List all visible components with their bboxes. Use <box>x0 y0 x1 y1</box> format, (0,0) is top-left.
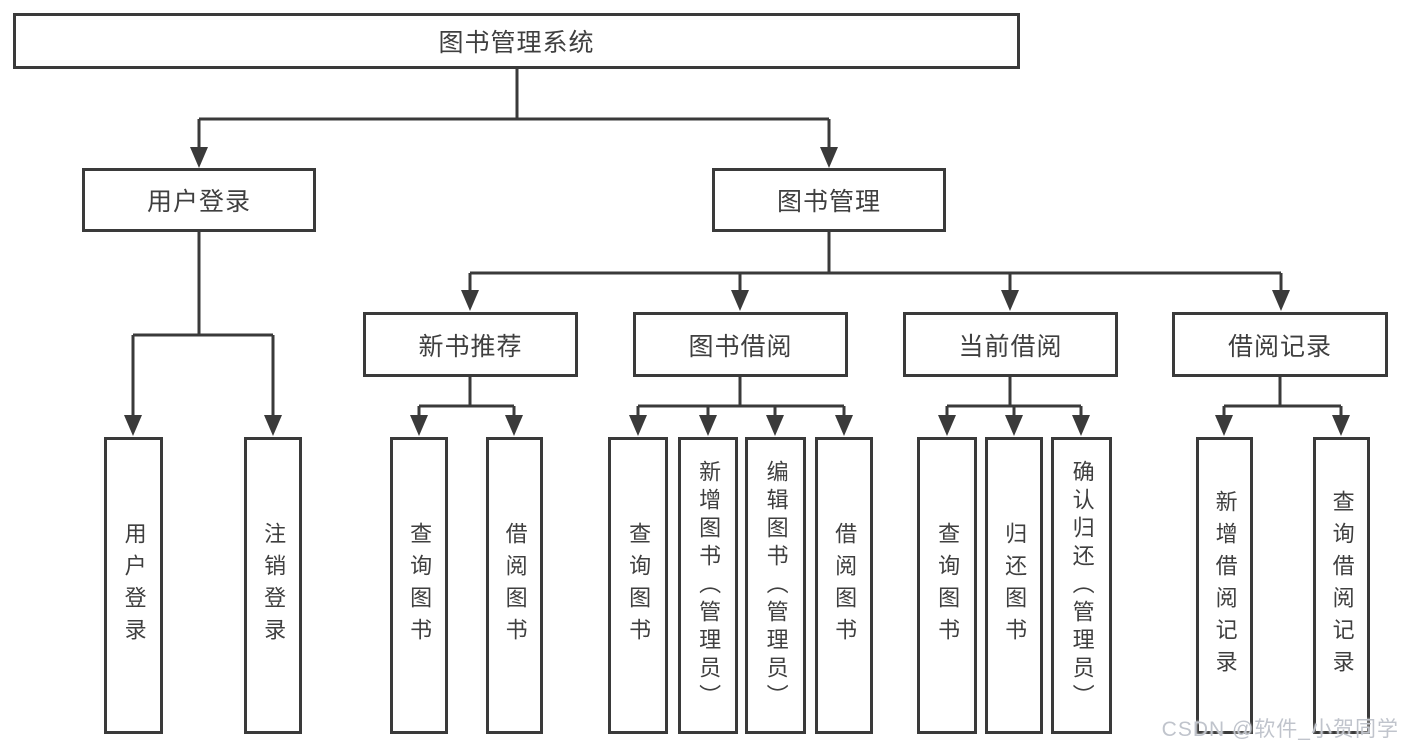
leaf-borrow-book-2-label: 借阅图书 <box>832 521 858 650</box>
arrow-icon <box>124 415 142 436</box>
arrow-icon <box>1001 290 1019 311</box>
arrow-icon <box>1215 415 1233 436</box>
leaf-add-book-admin: 新增图书（管理员） <box>678 437 738 734</box>
leaf-confirm-return-admin: 确认归还（管理员） <box>1051 437 1112 734</box>
leaf-add-borrow-record: 新增借阅记录 <box>1196 437 1253 734</box>
node-user-login-label: 用户登录 <box>146 188 251 216</box>
arrow-icon <box>699 415 717 436</box>
leaf-add-borrow-record-label: 新增借阅记录 <box>1212 489 1238 682</box>
arrow-icon <box>629 415 647 436</box>
arrow-icon <box>731 290 749 311</box>
leaf-query-book-1-label: 查询图书 <box>407 521 433 650</box>
arrow-icon <box>505 415 523 436</box>
leaf-query-borrow-record: 查询借阅记录 <box>1313 437 1370 734</box>
leaf-query-borrow-record-label: 查询借阅记录 <box>1329 489 1355 682</box>
node-user-login: 用户登录 <box>82 168 316 232</box>
node-new-book-recommend-label: 新书推荐 <box>418 332 523 361</box>
arrow-icon <box>1005 415 1023 436</box>
leaf-return-book-label: 归还图书 <box>1002 521 1028 650</box>
arrow-icon <box>190 147 208 168</box>
connector-currentborrow-to-leaves <box>945 377 1083 418</box>
arrow-icon <box>1072 415 1090 436</box>
connector-bookmgmt-to-level3 <box>468 232 1283 293</box>
arrow-icon <box>820 147 838 168</box>
node-root-label: 图书管理系统 <box>438 29 595 57</box>
arrowheads <box>124 147 1350 436</box>
node-root: 图书管理系统 <box>13 13 1020 69</box>
leaf-borrow-book-2: 借阅图书 <box>815 437 873 734</box>
leaf-edit-book-admin: 编辑图书（管理员） <box>745 437 806 734</box>
node-book-management-label: 图书管理 <box>776 188 881 216</box>
leaf-edit-book-admin-label: 编辑图书（管理员） <box>763 459 789 712</box>
node-book-management: 图书管理 <box>712 168 946 232</box>
connector-bookborrow-to-leaves <box>636 377 846 418</box>
leaf-borrow-book-1: 借阅图书 <box>486 437 543 734</box>
node-borrow-record: 借阅记录 <box>1172 312 1388 377</box>
arrow-icon <box>938 415 956 436</box>
arrow-icon <box>1332 415 1350 436</box>
leaf-query-book-3-label: 查询图书 <box>935 521 961 650</box>
leaf-return-book: 归还图书 <box>985 437 1043 734</box>
leaf-logout-label: 注销登录 <box>261 521 287 650</box>
connector-root-to-level2 <box>197 69 831 149</box>
node-current-borrow: 当前借阅 <box>903 312 1118 377</box>
leaf-borrow-book-1-label: 借阅图书 <box>502 521 528 650</box>
watermark: CSDN @软件_小贺同学 <box>1161 718 1399 741</box>
leaf-query-book-1: 查询图书 <box>390 437 448 734</box>
arrow-icon <box>766 415 784 436</box>
leaf-logout: 注销登录 <box>244 437 302 734</box>
leaf-confirm-return-admin-label: 确认归还（管理员） <box>1069 459 1095 712</box>
leaf-query-book-2-label: 查询图书 <box>626 521 652 650</box>
arrow-icon <box>410 415 428 436</box>
node-borrow-record-label: 借阅记录 <box>1227 332 1332 361</box>
leaf-query-book-2: 查询图书 <box>608 437 668 734</box>
leaf-user-login: 用户登录 <box>104 437 163 734</box>
connector-newbook-to-leaves <box>417 377 516 418</box>
leaf-user-login-label: 用户登录 <box>121 521 147 650</box>
arrow-icon <box>264 415 282 436</box>
node-new-book-recommend: 新书推荐 <box>363 312 578 377</box>
node-current-borrow-label: 当前借阅 <box>958 332 1063 361</box>
leaf-add-book-admin-label: 新增图书（管理员） <box>696 459 722 712</box>
arrow-icon <box>1272 290 1290 311</box>
arrow-icon <box>835 415 853 436</box>
connector-borrowrecord-to-leaves <box>1222 377 1343 418</box>
node-book-borrow-label: 图书借阅 <box>688 332 793 361</box>
arrow-icon <box>461 290 479 311</box>
leaf-query-book-3: 查询图书 <box>917 437 977 734</box>
connector-userlogin-to-leaves <box>131 232 275 418</box>
node-book-borrow: 图书借阅 <box>633 312 848 377</box>
